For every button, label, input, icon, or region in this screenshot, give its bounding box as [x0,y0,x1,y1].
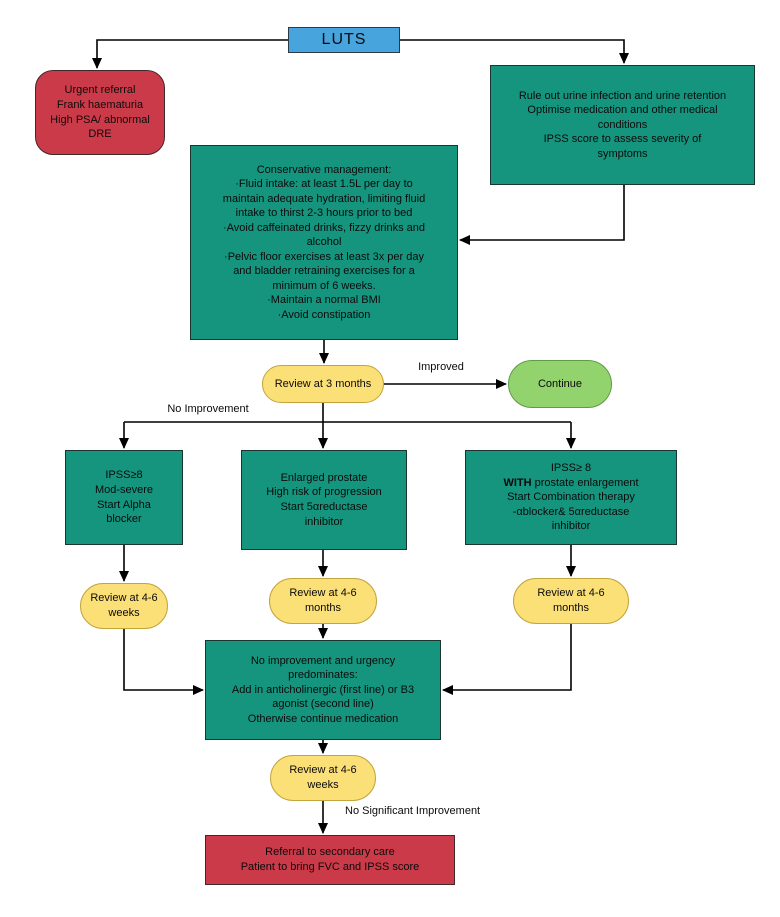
rule-out-infection-box: Rule out urine infection and urine reten… [490,65,755,185]
review-3-months-pill: Review at 3 months [262,365,384,403]
combination-line-2-rest: prostate enlargement [531,476,639,489]
edge-luts-to-ruleout [400,39,629,64]
alpha-blocker-box: IPSS≥8 Mod-severe Start Alpha blocker [65,450,183,545]
combination-line-1: IPSS≥ 8 [550,462,592,475]
luts-title-box: LUTS [288,27,400,53]
conservative-management-box: Conservative management: ·Fluid intake: … [190,145,458,340]
combination-therapy-box: IPSS≥ 8 WITH prostate enlargement Start … [465,450,677,545]
edge-ruleout-to-conservative [459,185,625,245]
edge-reviewright-to-urgency [442,624,572,695]
no-significant-improvement-label: No Significant Improvement [345,805,481,817]
no-improvement-label: No Improvement [167,403,249,415]
referral-secondary-care-box: Referral to secondary care Patient to br… [205,835,455,885]
continue-pill: Continue [508,360,612,408]
review-46-weeks-left-pill: Review at 4-6 weeks [80,583,168,629]
review-46-weeks-bottom-pill: Review at 4-6 weeks [270,755,376,801]
edge-luts-to-urgent [92,39,288,69]
combination-line-2: WITH prostate enlargement [503,476,638,491]
edge-reviewleft-to-urgency [123,629,204,695]
combination-with-bold: WITH [503,476,532,489]
review-46-months-mid-pill: Review at 4-6 months [269,578,377,624]
combination-rest: Start Combination therapy -αblocker& 5αr… [507,491,635,533]
urgent-referral-box: Urgent referral Frank haematuria High PS… [35,70,165,155]
five-alpha-reductase-box: Enlarged prostate High risk of progressi… [241,450,407,550]
improved-label: Improved [418,361,464,373]
review-46-months-right-pill: Review at 4-6 months [513,578,629,624]
urgency-predominates-box: No improvement and urgency predominates:… [205,640,441,740]
